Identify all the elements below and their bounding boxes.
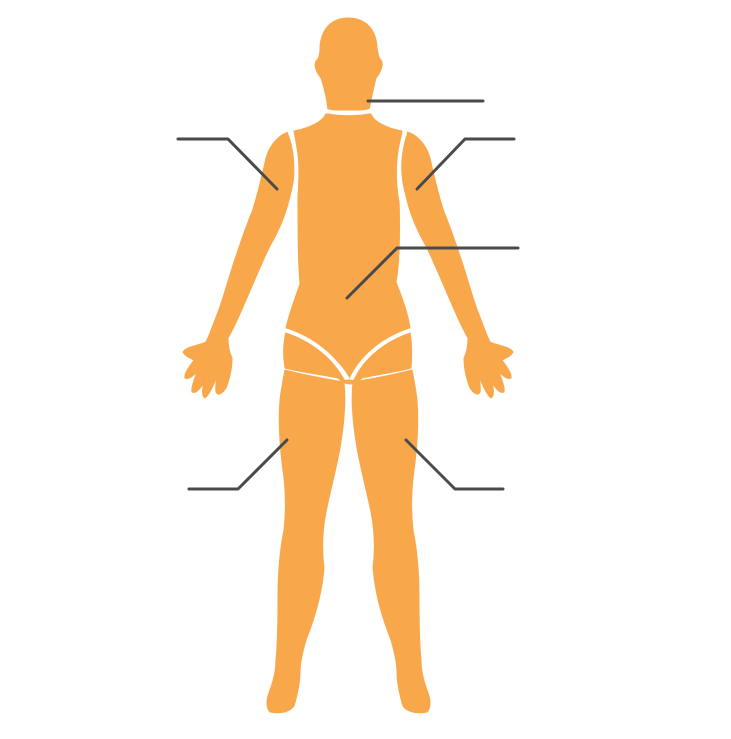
leader-line-left-leg bbox=[187, 438, 289, 491]
pelvis-outline-right bbox=[350, 328, 413, 380]
human-body-silhouette bbox=[182, 17, 514, 714]
region-outline-group bbox=[283, 109, 413, 380]
neck-outline bbox=[325, 109, 372, 116]
body-region-pelvis[interactable] bbox=[283, 331, 413, 385]
body-region-left-leg[interactable] bbox=[266, 369, 346, 714]
right-shoulder-outline bbox=[396, 131, 407, 206]
leader-line-right-leg bbox=[404, 438, 505, 491]
body-region-left-arm[interactable] bbox=[182, 131, 295, 399]
body-region-right-leg[interactable] bbox=[351, 369, 431, 714]
body-region-head[interactable] bbox=[314, 17, 383, 111]
leader-line-group bbox=[176, 99, 520, 491]
pelvis-outline-left bbox=[283, 328, 348, 380]
body-region-right-arm[interactable] bbox=[401, 131, 514, 399]
leader-line-right-arm bbox=[415, 137, 516, 191]
left-shoulder-outline bbox=[288, 131, 299, 206]
leader-line-left-arm bbox=[176, 137, 279, 191]
leader-line-torso bbox=[345, 246, 520, 300]
